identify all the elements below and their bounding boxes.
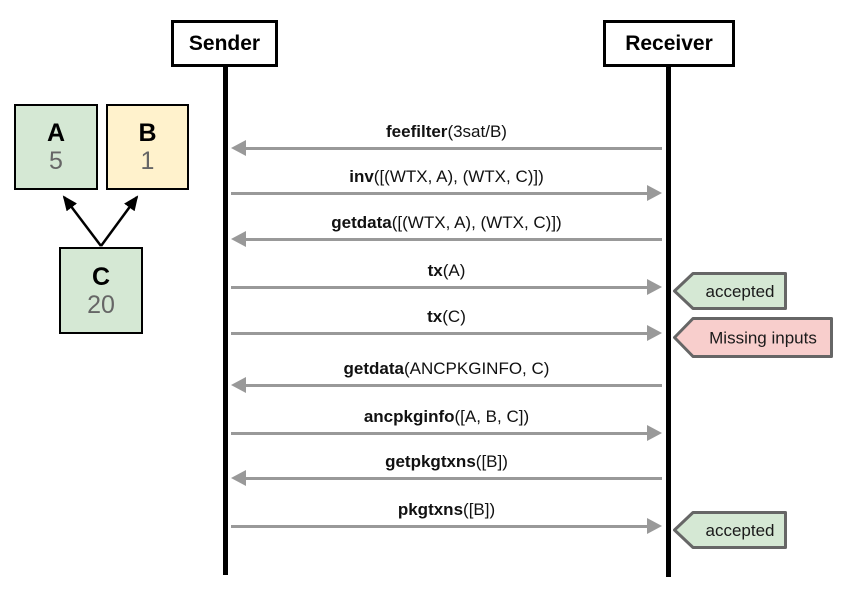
arrowhead-left-icon [231,377,246,393]
tx-node-fee: 20 [87,290,115,319]
receiver-lifeline [666,67,671,577]
status-tag-label: accepted [706,282,775,301]
edge-c-to-a [62,195,102,247]
message-arrow-line [231,332,651,335]
sender-header: Sender [171,20,278,67]
sender-label: Sender [188,31,261,55]
status-tag-success: accepted [673,511,787,549]
receiver-label: Receiver [625,31,713,55]
message-args: (3sat/B) [447,122,507,141]
arrowhead-left-icon [231,231,246,247]
message-args: ([B]) [475,452,508,471]
tx-node-fee: 1 [140,147,155,175]
message-args: (C) [442,307,466,326]
message-name: feefilter [386,122,448,141]
arrowhead-right-icon [647,185,662,201]
arrowhead-right-icon [647,325,662,341]
arrowhead-right-icon [647,425,662,441]
message-name: getpkgtxns [385,452,476,471]
message-args: (A) [442,261,466,280]
message-name: tx [427,307,443,326]
message-arrow-line [231,192,651,195]
receiver-header: Receiver [603,20,735,67]
message-args: (ANCPKGINFO, C) [404,359,550,378]
message-label: feefilter(3sat/B) [225,120,668,144]
message-args: ([A, B, C]) [454,407,530,426]
message-arrow-line [231,432,651,435]
message-name: tx [427,261,443,280]
message-label: getdata(ANCPKGINFO, C) [225,357,668,381]
message-label: getdata([(WTX, A), (WTX, C)]) [225,211,668,235]
tx-node-fee: 5 [49,147,63,175]
arrowhead-left-icon [231,140,246,156]
status-tag-success: accepted [673,272,787,310]
sender-lifeline [223,67,228,575]
message-label: pkgtxns([B]) [225,498,668,522]
edge-c-to-b [99,195,139,247]
message-name: inv [349,167,374,186]
message-arrow-line [231,286,651,289]
tx-node-label: A [46,119,66,147]
message-args: ([(WTX, A), (WTX, C)]) [373,167,544,186]
status-tag-label: accepted [706,521,775,540]
arrowhead-right-icon [647,279,662,295]
message-name: getdata [343,359,404,378]
status-tag-label: Missing inputs [709,329,817,348]
dependency-arrows [62,195,139,247]
message-label: getpkgtxns([B]) [225,450,668,474]
message-name: pkgtxns [397,500,464,519]
arrowhead-left-icon [231,470,246,486]
message-args: ([(WTX, A), (WTX, C)]) [391,213,562,232]
message-arrow-line [242,477,662,480]
message-label: inv([(WTX, A), (WTX, C)]) [225,165,668,189]
status-tag-error: Missing inputs [673,317,833,358]
message-label: tx(C) [225,305,668,329]
message-arrow-line [242,147,662,150]
message-label: tx(A) [225,259,668,283]
tx-node-label: B [138,119,157,147]
message-name: getdata [331,213,392,232]
message-arrow-line [242,384,662,387]
message-arrow-line [231,525,651,528]
message-name: ancpkginfo [363,407,455,426]
tx-node-label: C [91,262,111,291]
message-label: ancpkginfo([A, B, C]) [225,405,668,429]
message-args: ([B]) [463,500,496,519]
arrowhead-right-icon [647,518,662,534]
message-arrow-line [242,238,662,241]
